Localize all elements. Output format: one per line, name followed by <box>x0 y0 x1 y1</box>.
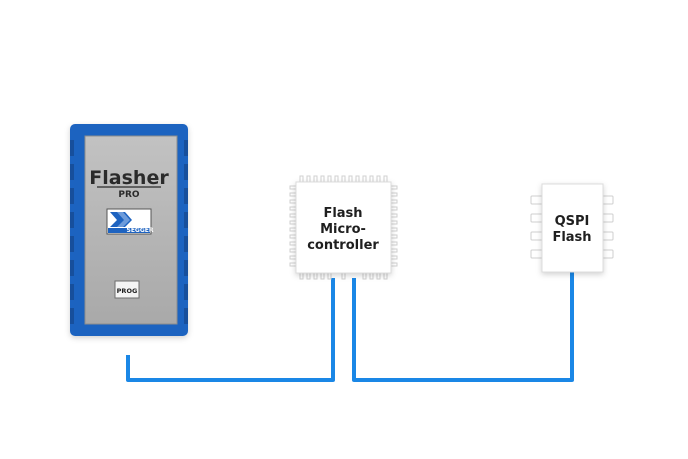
prog-button[interactable] <box>114 280 140 299</box>
qspi-flash-chip: QSPI Flash <box>530 183 614 273</box>
mcu-body <box>295 181 392 274</box>
mcu-label-line1: Flash <box>323 206 362 221</box>
wire-mcu-to-qspi <box>352 272 574 382</box>
mcu-label-line3: controller <box>307 238 379 253</box>
wire-flasher-to-mcu <box>126 278 335 382</box>
flasher-brand-text: Flasher <box>89 167 169 189</box>
segger-logo-text: SEGGER <box>127 227 154 234</box>
wires <box>126 272 574 382</box>
housing-ribs <box>70 140 188 324</box>
qspi-label-line2: Flash <box>552 230 591 245</box>
mcu-label-line2: Micro- <box>320 222 366 237</box>
segger-logo: SEGGER <box>106 208 154 235</box>
flasher-model-text: PRO <box>118 190 140 200</box>
flash-microcontroller-chip: Flash Micro- controller <box>289 175 398 280</box>
flasher-pro-device: Flasher PRO SEGGER PROG <box>70 124 188 336</box>
prog-button-label: PROG <box>117 287 138 295</box>
qspi-body <box>541 183 604 273</box>
qspi-label-line1: QSPI <box>555 214 590 229</box>
